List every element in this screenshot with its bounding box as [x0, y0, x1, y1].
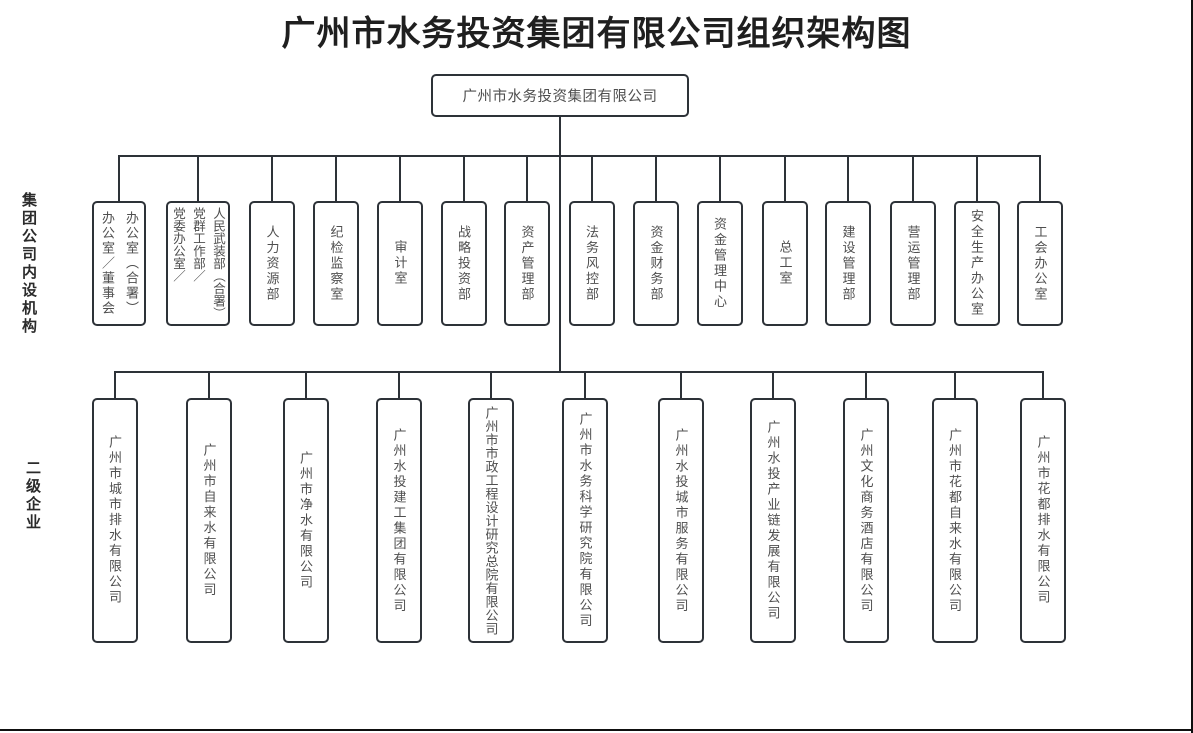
department-box-label: 人力资源部 [264, 224, 280, 303]
department-box-label: 建设管理部 [840, 224, 856, 303]
department-box: 战略投资部 [440, 201, 487, 326]
root-company-box: 广州市水务投资集团有限公司 [431, 74, 689, 117]
company-box-label: 广州水投建工集团有限公司 [391, 427, 407, 614]
company-box-label: 广州市自来水有限公司 [201, 443, 217, 598]
company-box: 广州水投产业链发展有限公司 [750, 398, 796, 643]
company-box-label: 广州文化商务酒店有限公司 [858, 427, 874, 614]
department-box: 人力资源部 [249, 201, 295, 326]
department-box-label: 战略投资部 [456, 224, 471, 303]
page-title: 广州市水务投资集团有限公司组织架构图 [281, 15, 912, 53]
department-box-label: 党委办公室／ 党群工作部／ 人民武装部（合署） [171, 207, 225, 320]
department-box-label: 资金管理中心 [712, 217, 727, 310]
connector-line [197, 155, 199, 201]
department-box: 办公室／董事会 办公室（合署） [92, 201, 146, 326]
connector-line [912, 155, 914, 201]
connector-line [1042, 371, 1044, 398]
company-box-label: 广州市市政工程设计研究总院有限公司 [483, 405, 499, 636]
company-box: 广州市花都自来水有限公司 [931, 398, 978, 643]
department-box: 资产管理部 [504, 201, 550, 326]
company-box: 广州文化商务酒店有限公司 [843, 398, 889, 643]
company-box: 广州市水务科学研究院有限公司 [562, 398, 608, 643]
connector-line [113, 371, 1044, 373]
connector-line [784, 155, 786, 201]
company-box: 广州市市政工程设计研究总院有限公司 [468, 398, 514, 643]
department-box: 法务风控部 [568, 201, 615, 326]
department-box-label: 安全生产办公室 [969, 209, 984, 318]
department-box: 总工室 [762, 201, 808, 326]
department-box-label: 工会办公室 [1032, 224, 1048, 303]
department-box-label: 办公室／董事会 办公室（合署） [100, 211, 139, 316]
connector-line [462, 155, 465, 201]
connector-line [208, 371, 210, 398]
company-box-label: 广州水投城市服务有限公司 [673, 427, 689, 614]
connector-line [526, 155, 528, 201]
connector-line [490, 371, 492, 398]
connector-line [590, 155, 593, 201]
section-label-internal-departments: 集团公司内设机构 [20, 192, 37, 336]
company-box-label: 广州市净水有限公司 [298, 450, 313, 591]
connector-line [953, 371, 956, 398]
connector-line [718, 155, 721, 201]
connector-line [655, 155, 657, 201]
company-box: 广州水投建工集团有限公司 [376, 398, 422, 643]
page-right-border [1191, 0, 1193, 733]
root-company-label: 广州市水务投资集团有限公司 [462, 89, 658, 105]
connector-line [1039, 155, 1041, 201]
department-box-label: 资金财务部 [648, 224, 664, 303]
company-box: 广州市城市排水有限公司 [91, 398, 138, 643]
department-box-label: 总工室 [777, 240, 793, 287]
connector-line [118, 155, 1041, 157]
connector-line [118, 155, 120, 201]
company-box-label: 广州市城市排水有限公司 [107, 435, 122, 606]
connector-line [847, 155, 849, 201]
connector-line [975, 155, 978, 201]
department-box: 资金管理中心 [696, 201, 743, 326]
connector-line [335, 155, 337, 201]
department-box: 营运管理部 [890, 201, 936, 326]
connector-line [271, 155, 273, 201]
section-label-secondary-enterprises: 二级企业 [24, 460, 41, 532]
connector-line [304, 371, 307, 398]
company-box-label: 广州水投产业链发展有限公司 [765, 419, 781, 622]
connector-line [584, 371, 586, 398]
connector-line [865, 371, 867, 398]
department-box: 党委办公室／ 党群工作部／ 人民武装部（合署） [166, 201, 230, 326]
connector-line [772, 371, 774, 398]
department-box: 资金财务部 [633, 201, 679, 326]
department-box: 安全生产办公室 [953, 201, 1000, 326]
department-box: 审计室 [377, 201, 423, 326]
department-box-label: 资产管理部 [519, 224, 535, 303]
department-box-label: 营运管理部 [905, 224, 921, 303]
company-box-label: 广州市花都自来水有限公司 [947, 427, 962, 614]
company-box: 广州水投城市服务有限公司 [658, 398, 704, 643]
company-box: 广州市自来水有限公司 [186, 398, 232, 643]
connector-line [559, 115, 561, 373]
department-box-label: 法务风控部 [584, 224, 599, 303]
connector-line [680, 371, 682, 398]
company-box: 广州市净水有限公司 [282, 398, 329, 643]
department-box-label: 纪检监察室 [328, 224, 344, 303]
connector-line [113, 371, 116, 398]
department-box: 纪检监察室 [313, 201, 359, 326]
department-box: 工会办公室 [1017, 201, 1063, 326]
department-box-label: 审计室 [392, 240, 408, 287]
connector-line [399, 155, 401, 201]
connector-line [398, 371, 400, 398]
page-bottom-border [0, 729, 1193, 731]
company-box: 广州市花都排水有限公司 [1020, 398, 1066, 643]
company-box-label: 广州市水务科学研究院有限公司 [577, 412, 593, 629]
department-box: 建设管理部 [825, 201, 871, 326]
company-box-label: 广州市花都排水有限公司 [1035, 435, 1051, 606]
